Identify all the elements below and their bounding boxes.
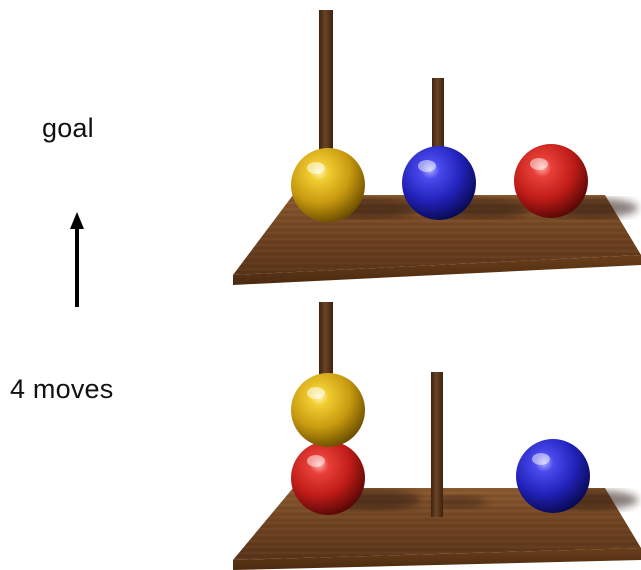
board-front	[233, 255, 641, 285]
moves-count-label: 4 moves	[10, 374, 114, 404]
peg-2	[431, 372, 443, 517]
goal-state-render	[233, 10, 641, 285]
ball-yellow	[291, 148, 365, 222]
ball-red	[291, 441, 365, 515]
peg-1	[319, 10, 333, 160]
ball-red	[514, 144, 588, 218]
start-state-render	[233, 302, 641, 570]
board-front	[233, 548, 641, 570]
ball-yellow	[291, 373, 365, 447]
goal-label: goal	[42, 113, 94, 143]
ball-blue	[516, 439, 590, 513]
goal-state-panel	[233, 0, 641, 285]
up-arrow-icon	[70, 212, 84, 307]
peg-2	[432, 78, 444, 163]
start-state-panel	[233, 290, 641, 570]
ball-blue	[402, 146, 476, 220]
